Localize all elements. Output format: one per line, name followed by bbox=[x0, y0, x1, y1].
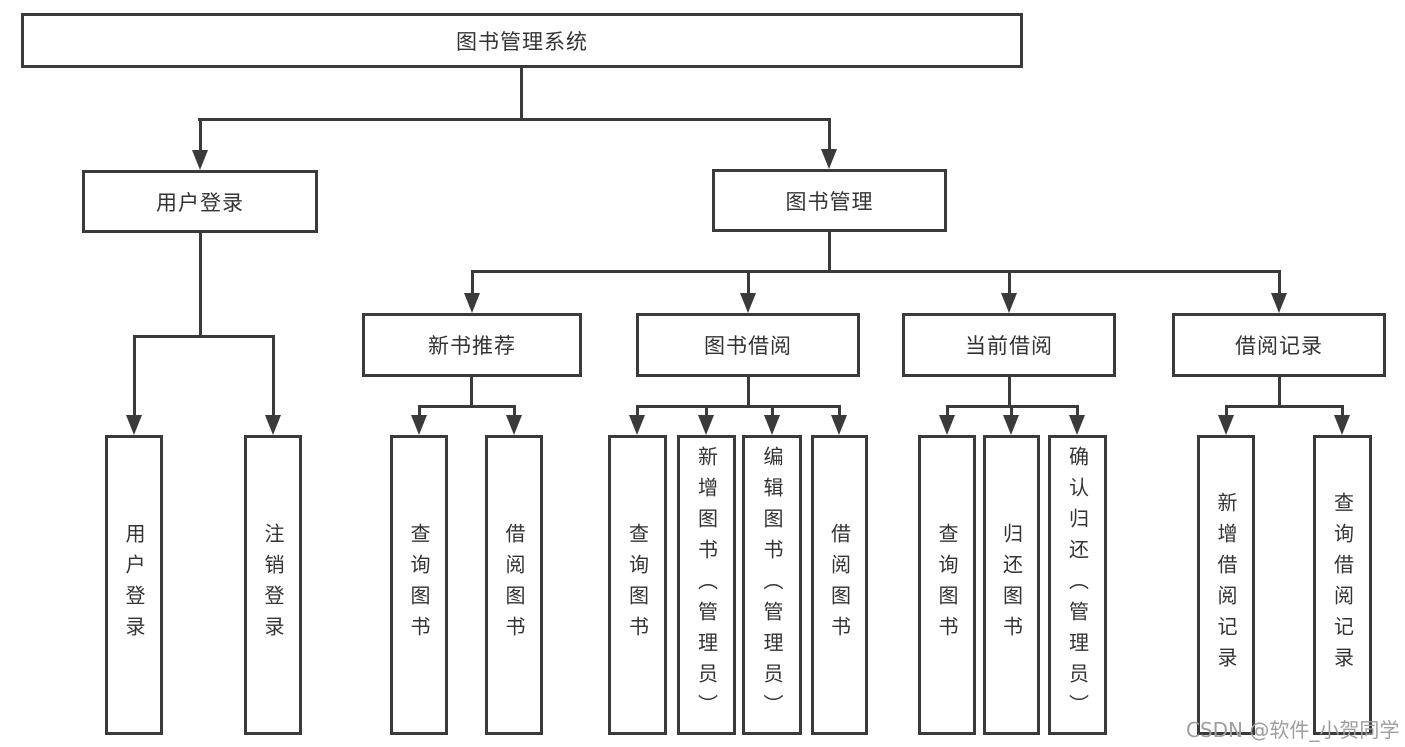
node-user-login: 用户登录 bbox=[82, 170, 318, 233]
arrow-down-icon bbox=[1069, 415, 1085, 435]
node-label: 查询图书 bbox=[407, 523, 431, 647]
arrow-down-icon bbox=[411, 415, 427, 435]
node-label: 确认归还（管理员） bbox=[1065, 445, 1090, 725]
node-leaf-add-borrow-record: 新增借阅记录 bbox=[1197, 435, 1255, 735]
node-label: 借阅图书 bbox=[827, 523, 852, 647]
node-current-borrowing: 当前借阅 bbox=[902, 313, 1116, 377]
node-label: 用户登录 bbox=[122, 523, 146, 647]
node-book-borrowing: 图书借阅 bbox=[636, 313, 860, 377]
connector-line bbox=[838, 405, 841, 417]
connector-line bbox=[199, 233, 202, 335]
node-label: 图书管理 bbox=[785, 189, 874, 214]
node-label: 注销登录 bbox=[261, 523, 285, 647]
arrow-down-icon bbox=[192, 150, 208, 170]
arrow-down-icon bbox=[1271, 293, 1287, 313]
node-label: 编辑图书（管理员） bbox=[760, 445, 784, 725]
connector-line bbox=[1225, 405, 1228, 417]
node-leaf-edit-books-admin: 编辑图书（管理员） bbox=[742, 435, 802, 735]
arrow-down-icon bbox=[1003, 415, 1019, 435]
node-leaf-user-login: 用户登录 bbox=[105, 435, 163, 735]
node-leaf-query-borrow-record: 查询借阅记录 bbox=[1313, 435, 1372, 735]
connector-line bbox=[418, 405, 516, 408]
arrow-down-icon bbox=[1001, 293, 1017, 313]
connector-line bbox=[199, 118, 202, 152]
connector-line bbox=[747, 270, 750, 295]
connector-line bbox=[1225, 405, 1342, 408]
arrow-down-icon bbox=[939, 415, 955, 435]
node-leaf-query-books-current: 查询图书 bbox=[918, 435, 976, 735]
connector-line bbox=[771, 405, 774, 417]
connector-line bbox=[1341, 405, 1344, 417]
arrow-down-icon bbox=[698, 415, 714, 435]
node-label: 用户登录 bbox=[156, 190, 244, 215]
connector-line bbox=[133, 335, 275, 338]
arrow-down-icon bbox=[821, 149, 837, 169]
node-label: 图书管理系统 bbox=[456, 29, 588, 54]
node-leaf-borrow-books-recommend: 借阅图书 bbox=[485, 435, 543, 735]
connector-line bbox=[198, 118, 831, 121]
node-leaf-logout: 注销登录 bbox=[244, 435, 302, 735]
connector-line bbox=[828, 232, 831, 270]
node-label: 查询图书 bbox=[625, 523, 650, 647]
connector-line bbox=[520, 68, 523, 118]
connector-line bbox=[1076, 405, 1079, 417]
connector-line bbox=[946, 405, 949, 417]
node-label: 当前借阅 bbox=[965, 334, 1053, 358]
connector-line bbox=[1008, 270, 1011, 295]
connector-line bbox=[418, 405, 421, 417]
connector-line bbox=[1008, 377, 1011, 405]
arrow-down-icon bbox=[629, 415, 645, 435]
arrow-down-icon bbox=[1218, 415, 1234, 435]
arrow-down-icon bbox=[126, 415, 142, 435]
node-new-book-recommend: 新书推荐 bbox=[362, 313, 582, 377]
connector-line bbox=[1278, 377, 1281, 405]
node-leaf-query-books-recommend: 查询图书 bbox=[390, 435, 448, 735]
connector-line bbox=[636, 405, 639, 417]
connector-line bbox=[1010, 405, 1013, 417]
node-leaf-confirm-return-admin: 确认归还（管理员） bbox=[1048, 435, 1107, 735]
node-label: 借阅记录 bbox=[1235, 334, 1323, 358]
csdn-watermark: CSDN @软件_小贺同学 bbox=[1186, 718, 1400, 742]
node-leaf-add-books-admin: 新增图书（管理员） bbox=[677, 435, 736, 735]
arrow-down-icon bbox=[506, 415, 522, 435]
node-leaf-borrow-books: 借阅图书 bbox=[811, 435, 868, 735]
connector-line bbox=[470, 377, 473, 405]
connector-line bbox=[133, 335, 136, 417]
arrow-down-icon bbox=[764, 415, 780, 435]
connector-line bbox=[747, 377, 750, 405]
arrow-down-icon bbox=[831, 415, 847, 435]
connector-line bbox=[471, 270, 474, 295]
connector-line bbox=[513, 405, 516, 417]
node-label: 图书借阅 bbox=[704, 334, 792, 358]
node-leaf-return-books: 归还图书 bbox=[983, 435, 1040, 735]
node-borrowing-records: 借阅记录 bbox=[1172, 313, 1386, 377]
node-label: 查询图书 bbox=[935, 523, 959, 647]
node-library-management-system: 图书管理系统 bbox=[21, 13, 1023, 68]
node-label: 新增借阅记录 bbox=[1214, 492, 1238, 678]
connector-line bbox=[471, 270, 1281, 273]
node-label: 新增图书（管理员） bbox=[694, 445, 719, 725]
arrow-down-icon bbox=[740, 293, 756, 313]
node-leaf-query-books-borrowing: 查询图书 bbox=[608, 435, 667, 735]
connector-line bbox=[828, 118, 831, 151]
connector-line bbox=[705, 405, 708, 417]
connector-line bbox=[1278, 270, 1281, 295]
node-label: 归还图书 bbox=[999, 523, 1024, 647]
connector-line bbox=[272, 335, 275, 417]
arrow-down-icon bbox=[1334, 415, 1350, 435]
arrow-down-icon bbox=[265, 415, 281, 435]
node-label: 借阅图书 bbox=[502, 523, 526, 647]
arrow-down-icon bbox=[464, 293, 480, 313]
connector-line bbox=[636, 405, 839, 408]
node-book-management: 图书管理 bbox=[712, 169, 947, 232]
node-label: 新书推荐 bbox=[428, 334, 516, 358]
node-label: 查询借阅记录 bbox=[1330, 492, 1355, 678]
